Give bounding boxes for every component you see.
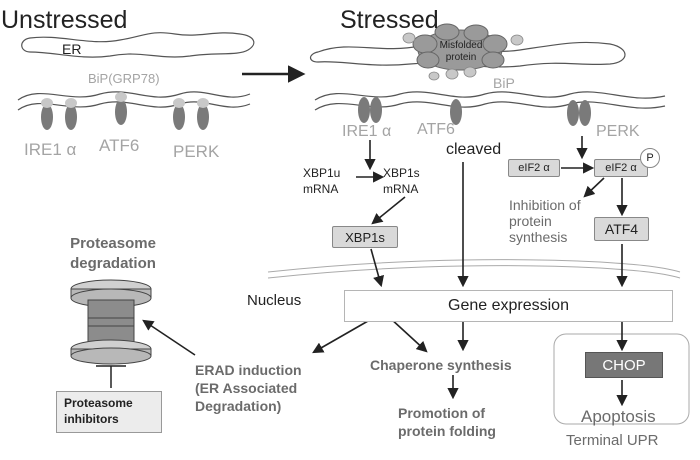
stressed-atf6-label: ATF6 [417,121,455,138]
unstressed-atf6-receptor [115,92,127,125]
misfolded-protein-cloud [412,23,508,71]
proteasome-degradation-label: Proteasome degradation [70,235,156,272]
unstressed-perk-receptor [173,98,209,130]
phosphate-label: P [646,152,654,164]
atf4-label: ATF4 [604,221,639,237]
proteasome-inhibitors-box: Proteasome inhibitors [56,391,162,433]
misfolded-protein-label: Misfolded protein [439,40,483,63]
unstressed-title: Unstressed [1,6,128,34]
terminal-upr-label: Terminal UPR [566,432,659,449]
eif2a-phospho-label: eIF2 α [605,162,637,174]
stressed-bip-label: BiP [493,75,515,91]
pathway-arrows [142,136,628,407]
stressed-perk-receptor [567,100,591,126]
chop-box: CHOP [585,352,663,378]
xbp1s-mrna-label: XBP1s mRNA [383,166,420,196]
arrow-mrna-to-xbp1s [371,196,406,225]
xbp1u-mrna-label: XBP1u mRNA [303,166,341,196]
gene-expression-label: Gene expression [448,297,569,314]
stressed-title: Stressed [340,6,439,34]
eif2a-phospho-box: eIF2 α [594,159,648,177]
proteasome-inhibition-bar [96,365,126,388]
nucleus-label: Nucleus [247,292,302,309]
arrow-xbp1s-to-nucleus [370,248,384,288]
stressed-ire1-receptor [358,97,382,123]
proteasome-icon [70,279,152,365]
inhibition-of-protein-synthesis-label: Inhibition of protein synthesis [509,197,581,246]
unstressed-perk-label: PERK [173,142,220,161]
stressed-ire1-label: IRE1 α [342,123,392,140]
arrow-to-inhibition [583,177,605,198]
phosphate-badge: P [640,148,660,168]
stressed-perk-label: PERK [596,123,640,140]
erad-induction-label: ERAD induction (ER Associated Degradatio… [195,362,302,415]
unstressed-er-membrane [17,32,255,111]
proteasome-inhibitors-label: Proteasome inhibitors [64,396,133,426]
cleaved-label: cleaved [446,141,502,158]
chaperone-synthesis-label: Chaperone synthesis [370,357,512,373]
arrow-gene-to-erad [312,320,369,354]
unstressed-atf6-label: ATF6 [99,136,140,155]
released-bip [402,32,524,81]
unstressed-ire1-label: IRE1 α [24,140,77,159]
er-label: ER [62,41,82,57]
stressed-atf6-receptor [450,99,462,125]
promotion-of-protein-folding-label: Promotion of protein folding [398,405,496,440]
xbp1s-protein-box: XBP1s [332,226,398,248]
unstressed-bip-label: BiP(GRP78) [88,71,160,86]
apoptosis-label: Apoptosis [581,407,656,426]
nuclear-membrane [267,259,681,279]
eif2a-label: eIF2 α [518,162,550,174]
xbp1s-protein-label: XBP1s [345,229,385,245]
unstressed-ire1-receptor [41,98,77,130]
arrow-erad-to-proteasome [142,319,196,356]
chop-label: CHOP [602,356,646,374]
gene-expression-box: Gene expression [344,290,673,322]
eif2a-box: eIF2 α [508,159,560,177]
atf4-box: ATF4 [594,217,649,241]
arrow-gene-to-chaperone [389,317,428,353]
